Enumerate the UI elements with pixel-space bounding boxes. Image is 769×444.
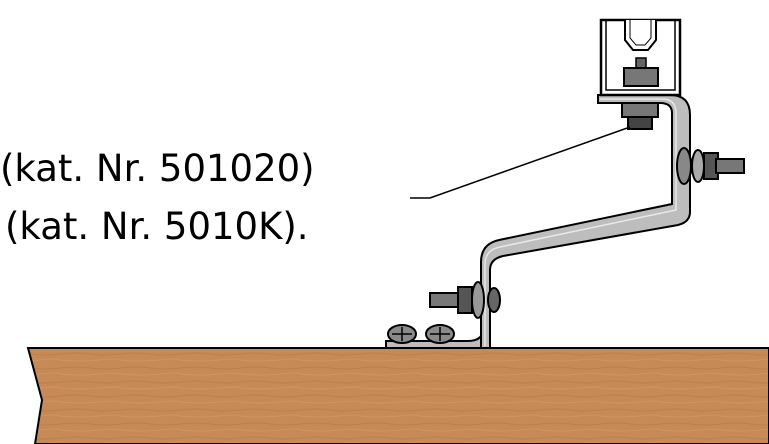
lower-bolt — [429, 281, 501, 319]
roof-hook — [385, 94, 691, 349]
wooden-rafter — [26, 347, 769, 444]
callout-leader-line — [410, 126, 631, 199]
upper-bolt — [676, 147, 745, 185]
callout-label-line-2: (kat. Nr. 5010K). — [5, 205, 309, 248]
callout-label-line-1: (kat. Nr. 501020) — [0, 147, 315, 190]
mounting-rail — [599, 18, 682, 130]
wood-screws — [387, 324, 455, 344]
